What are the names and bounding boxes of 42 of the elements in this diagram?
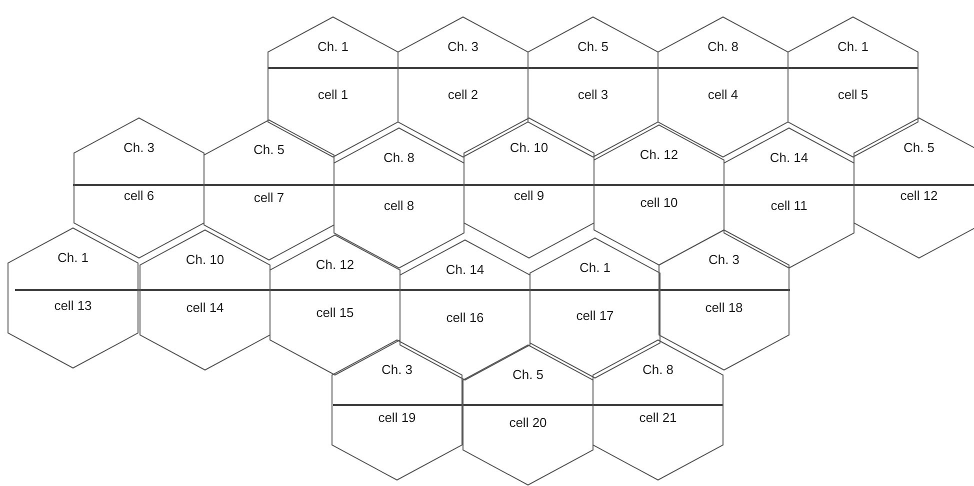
channel-label: Ch. 10 [510,140,548,155]
cell-label: cell 4 [708,87,738,102]
channel-label: Ch. 1 [317,39,349,54]
cell-label: cell 8 [384,198,414,213]
channel-label: Ch. 5 [903,140,935,155]
channel-label: Ch. 14 [446,262,484,277]
cell-label: cell 7 [254,190,284,205]
channel-label: Ch. 3 [708,252,740,267]
cell-label: cell 3 [578,87,608,102]
cell-label: cell 5 [838,87,868,102]
channel-label: Ch. 8 [383,150,415,165]
cell-label: cell 14 [186,300,224,315]
cell-label: cell 20 [509,415,547,430]
channel-label: Ch. 3 [447,39,479,54]
channel-label: Ch. 5 [253,142,285,157]
cell-label: cell 11 [770,198,808,213]
cell-label: cell 13 [54,298,92,313]
channel-label: Ch. 12 [640,147,678,162]
cell-label: cell 15 [316,305,354,320]
channel-label: Ch. 8 [642,362,674,377]
cell-label: cell 18 [705,300,743,315]
channel-label: Ch. 10 [186,252,224,267]
cell-label: cell 16 [446,310,484,325]
cell-label: cell 2 [448,87,478,102]
channel-label: Ch. 5 [512,367,544,382]
cell-label: cell 6 [124,188,154,203]
channel-label: Ch. 3 [123,140,155,155]
cell-label: cell 19 [378,410,416,425]
channel-label: Ch. 5 [577,39,609,54]
channel-label: Ch. 1 [837,39,869,54]
cell-label: cell 1 [318,87,348,102]
channel-label: Ch. 1 [579,260,611,275]
channel-label: Ch. 8 [707,39,739,54]
channel-label: Ch. 14 [770,150,808,165]
cell-label: cell 12 [900,188,938,203]
cell-label: cell 10 [640,195,678,210]
cell-label: cell 9 [514,188,544,203]
channel-label: Ch. 3 [381,362,413,377]
channel-label: Ch. 1 [57,250,89,265]
cell-label: cell 21 [639,410,677,425]
cell-label: cell 17 [576,308,614,323]
channel-label: Ch. 12 [316,257,354,272]
